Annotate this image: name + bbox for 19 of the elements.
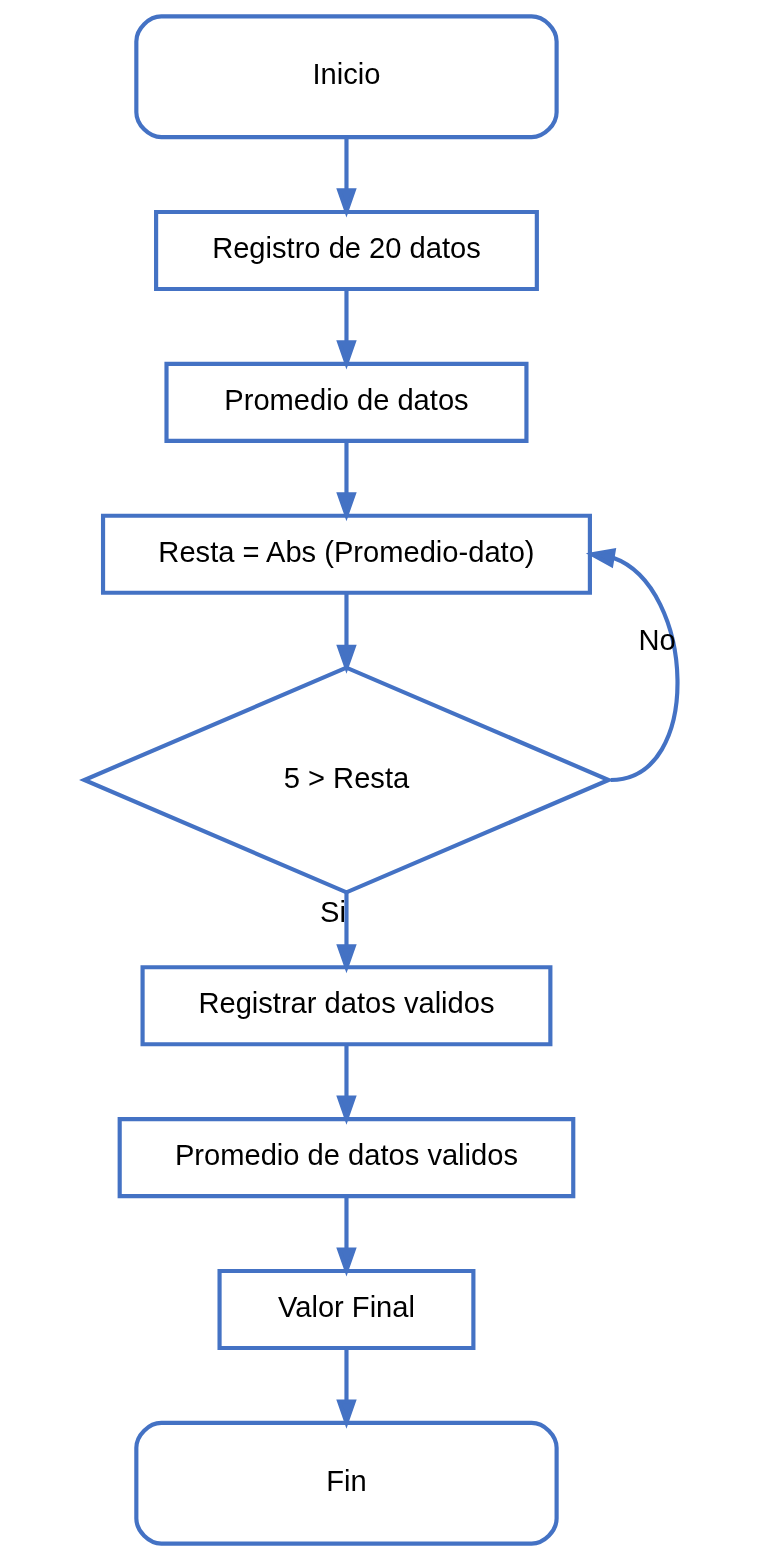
node-box: Inicio xyxy=(134,14,559,140)
node-box: Valor Final xyxy=(217,1268,476,1351)
arrow xyxy=(336,440,357,522)
node-box: Promedio de datos xyxy=(164,361,529,443)
arrow xyxy=(585,548,680,783)
node-diamond: 5 > Resta xyxy=(79,665,614,895)
arrow xyxy=(336,1348,357,1429)
arrow xyxy=(336,892,357,974)
edge-label: Si xyxy=(320,896,346,929)
node-box: Registrar datos validos xyxy=(140,965,553,1047)
node-box: Promedio de datos validos xyxy=(117,1117,576,1199)
arrow xyxy=(336,1196,357,1277)
arrow xyxy=(336,592,357,674)
arrow xyxy=(336,289,357,370)
arrow xyxy=(336,137,357,218)
arrow xyxy=(336,1044,357,1125)
node-box: Fin xyxy=(134,1420,559,1546)
node-box: Registro de 20 datos xyxy=(154,209,539,292)
node-box: Resta = Abs (Promedio-dato) xyxy=(100,513,592,595)
